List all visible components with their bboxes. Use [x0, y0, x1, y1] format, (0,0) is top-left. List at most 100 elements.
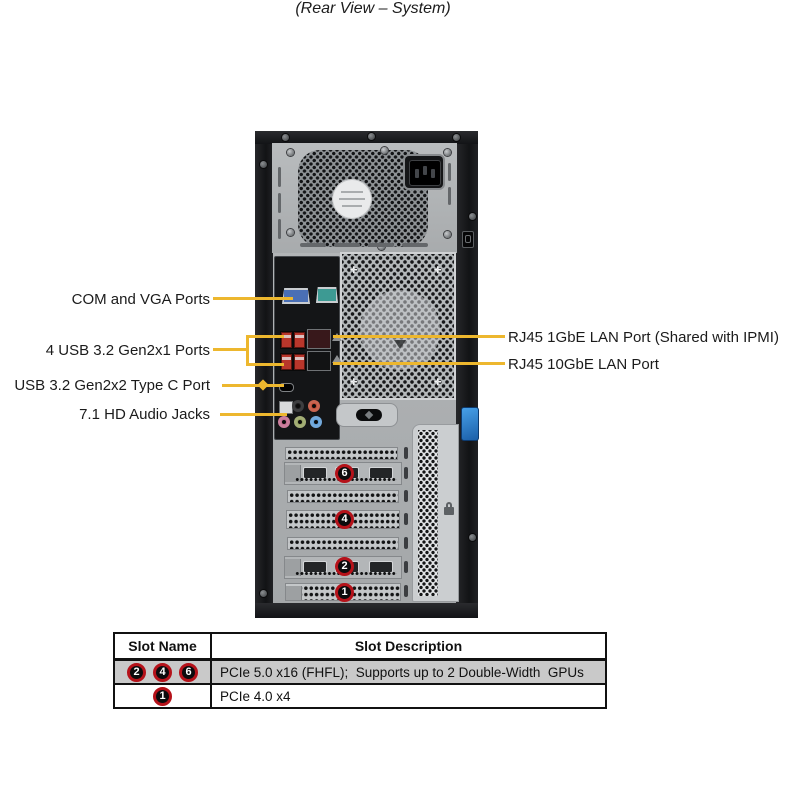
slot-clip [404, 490, 408, 502]
mount-mark: ✛ [434, 377, 442, 387]
page-title: (Rear View – System) [295, 0, 451, 17]
padlock-icon [444, 502, 454, 515]
label-usb: 4 USB 3.2 Gen2x1 Ports [45, 342, 210, 359]
tower-rear-view: ✛ ✛ ✛ ✛ [255, 131, 479, 618]
slot-name-header: Slot Name [115, 634, 212, 658]
fan-behind-vent [360, 290, 440, 370]
slot-badge-2: 2 [335, 557, 354, 576]
rj45-10gbe-port-icon [307, 351, 331, 371]
label-com-vga: COM and VGA Ports [71, 291, 210, 308]
audio-jack-icon [310, 416, 322, 428]
screw-icon [368, 133, 375, 140]
usb-c-port-icon [279, 383, 294, 392]
ac-pin [423, 166, 427, 175]
screw-icon [381, 147, 388, 154]
vent-slit [402, 243, 428, 247]
table-row: 1 PCIe 4.0 x4 [115, 685, 605, 707]
label-lan-1gbe: RJ45 1GbE LAN Port (Shared with IPMI) [508, 329, 779, 346]
lan-triangle-icon [332, 355, 342, 363]
callout-line-audio [220, 413, 287, 416]
blue-latch-icon [461, 407, 479, 441]
audio-jack-icon [294, 416, 306, 428]
slot-clip [404, 467, 408, 479]
ac-pin [415, 169, 419, 178]
retention-vent-strip [418, 430, 438, 596]
kensington-lock-icon [462, 231, 474, 248]
slot-table: Slot Name Slot Description 2 4 6 PCIe 5.… [113, 632, 607, 709]
top-bar [255, 131, 478, 144]
slot-clip [404, 537, 408, 549]
sticker-line [341, 191, 363, 193]
slot-blank [287, 490, 399, 503]
label-typec: USB 3.2 Gen2x2 Type C Port [14, 377, 210, 394]
usb-a-port-icon [280, 331, 293, 349]
screw-icon [287, 229, 294, 236]
pocket-diamond [364, 410, 374, 420]
slot-badge-1: 1 [335, 583, 354, 602]
ac-pin [431, 169, 435, 178]
sticker-line [339, 198, 365, 200]
screw-icon [444, 149, 451, 156]
vent-slit [278, 219, 281, 239]
slot-description-header: Slot Description [354, 638, 463, 654]
right-rail [456, 131, 478, 618]
chassis-pocket [336, 403, 398, 427]
slot-badge-1: 1 [153, 686, 172, 706]
fan-logo-icon [394, 340, 406, 349]
slot-description-cell: PCIe 4.0 x4 [220, 688, 291, 704]
vent-slit [448, 187, 451, 205]
screw-icon [260, 590, 267, 597]
slot-clip [404, 561, 408, 573]
label-audio: 7.1 HD Audio Jacks [79, 406, 210, 423]
callout-line-usb-bottom [246, 363, 284, 366]
slot-clip [404, 585, 408, 597]
screw-icon [453, 134, 460, 141]
mount-mark: ✛ [350, 265, 358, 275]
usb-a-port-icon [280, 353, 293, 371]
vent-slit [278, 167, 281, 187]
callout-line-lan10 [333, 362, 505, 365]
callout-line-com-vga [213, 297, 293, 300]
slot-badge-4: 4 [153, 662, 172, 682]
slot-blank [285, 447, 398, 460]
screw-icon [282, 134, 289, 141]
callout-line-lan1 [333, 335, 505, 338]
vga-port-icon [282, 288, 310, 304]
slot-name-cell: 1 [115, 685, 212, 707]
slot-description-cell: PCIe 5.0 x16 (FHFL); Supports up to 2 Do… [220, 664, 584, 680]
slot-table-header: Slot Name Slot Description [115, 634, 605, 661]
rj45-1gbe-port-icon [307, 329, 331, 349]
pocket-oval [356, 409, 382, 421]
rear-vent-grille: ✛ ✛ ✛ ✛ [340, 252, 456, 400]
audio-jack-icon [278, 416, 290, 428]
com-port-icon [316, 287, 338, 303]
vent-slit [300, 243, 326, 247]
bracket-tab [286, 586, 302, 600]
mount-mark: ✛ [434, 265, 442, 275]
audio-jack-icon [292, 400, 304, 412]
label-lan-10gbe: RJ45 10GbE LAN Port [508, 356, 659, 373]
slot-badge-2: 2 [127, 662, 146, 682]
callout-line-usb [213, 348, 249, 351]
mount-mark: ✛ [350, 377, 358, 387]
callout-line-typec [222, 384, 284, 387]
card-retention-panel [412, 424, 459, 602]
table-row: 2 4 6 PCIe 5.0 x16 (FHFL); Supports up t… [115, 661, 605, 685]
power-supply [272, 143, 457, 253]
io-panel [274, 256, 342, 440]
vent-slit [448, 163, 451, 181]
slot-badge-4: 4 [335, 510, 354, 529]
ac-power-inlet-icon [405, 156, 443, 188]
slot-name-cell: 2 4 6 [115, 661, 212, 683]
audio-jack-icon [308, 400, 320, 412]
vent-slit [368, 243, 394, 247]
screw-icon [469, 534, 476, 541]
slot-clip [404, 447, 408, 459]
slot-badge-6: 6 [335, 464, 354, 483]
psu-fan-sticker [332, 179, 372, 219]
screw-icon [287, 149, 294, 156]
usb-a-port-icon [293, 353, 306, 371]
screw-icon [444, 231, 451, 238]
vent-slit [278, 193, 281, 213]
